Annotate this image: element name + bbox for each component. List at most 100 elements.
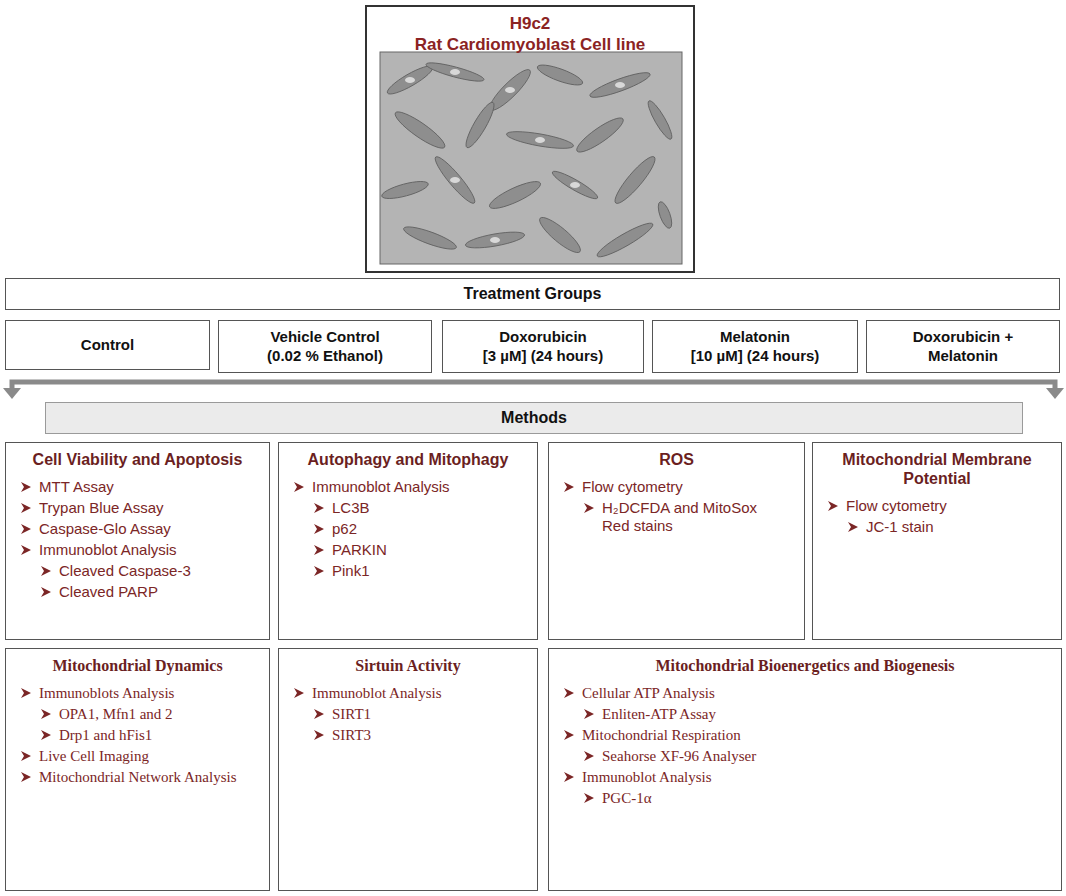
box-title: Doxorubicin (499, 327, 587, 347)
arrow-bullet-shape (21, 524, 31, 534)
box-title: Rat Cardiomyoblast Cell line (415, 34, 646, 55)
arrow-bullet-shape (314, 545, 324, 555)
arrow-bullet-shape (21, 545, 31, 555)
method-item: Flow cytometry (821, 497, 1053, 515)
arrow-bullet (847, 521, 859, 533)
method-item: Immunoblot Analysis (557, 768, 1053, 786)
arrow-bullet-shape (564, 730, 574, 740)
text-row: H9c2 (510, 13, 551, 34)
item-text: Mitochondrial Respiration (582, 726, 741, 744)
method-item: MTT Assay (14, 478, 261, 496)
arrow-bullet (40, 729, 52, 741)
method-item: Seahorse XF-96 Analyser (557, 747, 1053, 765)
text-row: [10 µM] (24 hours) (691, 346, 820, 366)
box-title: (0.02 % Ethanol) (267, 346, 383, 366)
item-text: Mitochondrial Network Analysis (39, 768, 236, 786)
text-row: Control (81, 335, 134, 355)
method-item: Immunoblot Analysis (287, 684, 529, 702)
text-row: Autophagy and Mitophagy (287, 450, 529, 469)
arrow-bullet (313, 523, 325, 535)
arrow-bullet (313, 565, 325, 577)
arrow-bullet-shape (564, 772, 574, 782)
method-item: Drp1 and hFis1 (14, 726, 261, 744)
arrow-bullet-shape (584, 709, 594, 719)
method-item: Live Cell Imaging (14, 747, 261, 765)
item-text: PGC-1α (602, 789, 652, 807)
arrow-bullet (583, 792, 595, 804)
arrow-bullet (20, 544, 32, 556)
arrow-bullet (313, 544, 325, 556)
item-text: Seahorse XF-96 Analyser (602, 747, 756, 765)
arrow-bullet-shape (21, 482, 31, 492)
text-row: Melatonin (928, 346, 998, 366)
method-item: LC3B (287, 499, 529, 517)
box-title: H9c2 (510, 13, 551, 34)
arrow-bullet (563, 687, 575, 699)
arrow-bullet-shape (584, 793, 594, 803)
text-row: (0.02 % Ethanol) (267, 346, 383, 366)
arrow-bullet-shape (41, 566, 51, 576)
text-row: Vehicle Control (270, 327, 379, 347)
arrow-bullet (293, 687, 305, 699)
arrow-bullet-shape (314, 524, 324, 534)
item-text: JC-1 stain (866, 518, 934, 536)
item-text: Immunoblot Analysis (39, 541, 177, 559)
grey-distribution-arrow (3, 382, 1064, 399)
arrow-bullet-shape (294, 482, 304, 492)
box-title: Doxorubicin + (913, 327, 1013, 347)
method-item: Immunoblot Analysis (14, 541, 261, 559)
arrow-bullet-shape (314, 709, 324, 719)
text-row: Sirtuin Activity (287, 656, 529, 675)
method-item: Cellular ATP Analysis (557, 684, 1053, 702)
arrow-bullet-shape (41, 730, 51, 740)
arrow-bullet-shape (41, 587, 51, 597)
arrow-bullet (827, 500, 839, 512)
method-item: H₂DCFDA and MitoSox Red stains (557, 499, 796, 535)
box-title: [3 µM] (24 hours) (483, 346, 603, 366)
arrow-bullet (20, 750, 32, 762)
treatment-box: Control (5, 320, 210, 370)
arrow-bullet (293, 481, 305, 493)
method-box: Mitochondrial DynamicsImmunoblots Analys… (5, 648, 270, 891)
method-box: ROSFlow cytometryH₂DCFDA and MitoSox Red… (548, 442, 805, 640)
item-text: Immunoblot Analysis (312, 478, 450, 496)
method-item: Cleaved PARP (14, 583, 261, 601)
treatment-box: Melatonin[10 µM] (24 hours) (652, 320, 858, 373)
item-text: Immunoblot Analysis (312, 684, 442, 702)
method-item: JC-1 stain (821, 518, 1053, 536)
arrow-bullet (583, 502, 595, 514)
method-item: Immunoblot Analysis (287, 478, 529, 496)
arrow-bullet-shape (294, 688, 304, 698)
box-title: Mitochondrial Dynamics (52, 656, 222, 675)
method-item: p62 (287, 520, 529, 538)
arrow-bullet (563, 771, 575, 783)
text-row: Methods (501, 409, 567, 427)
method-item: Cleaved Caspase-3 (14, 562, 261, 580)
method-item: Trypan Blue Assay (14, 499, 261, 517)
text-row: [3 µM] (24 hours) (483, 346, 603, 366)
item-text: Cellular ATP Analysis (582, 684, 715, 702)
text-row: Doxorubicin (499, 327, 587, 347)
arrow-bullet (20, 771, 32, 783)
method-item: SIRT3 (287, 726, 529, 744)
method-item: PGC-1α (557, 789, 1053, 807)
text-row: Mitochondrial Dynamics (14, 656, 261, 675)
box-title: Vehicle Control (270, 327, 379, 347)
text-row: ROS (557, 450, 796, 469)
arrow-bullet-shape (314, 503, 324, 513)
box-title: Treatment Groups (464, 285, 602, 303)
arrow-bullet (20, 502, 32, 514)
item-text: Live Cell Imaging (39, 747, 149, 765)
arrow-bullet (40, 565, 52, 577)
text-row: Melatonin (720, 327, 790, 347)
arrow-bullet-shape (41, 709, 51, 719)
item-text: PARKIN (332, 541, 387, 559)
method-item: Mitochondrial Respiration (557, 726, 1053, 744)
method-item: OPA1, Mfn1 and 2 (14, 705, 261, 723)
text-row: Cell Viability and Apoptosis (14, 450, 261, 469)
method-box: Mitochondrial Bioenergetics and Biogenes… (548, 648, 1062, 891)
method-item: Enliten-ATP Assay (557, 705, 1053, 723)
box-title: Sirtuin Activity (355, 656, 460, 675)
item-text: Drp1 and hFis1 (59, 726, 152, 744)
